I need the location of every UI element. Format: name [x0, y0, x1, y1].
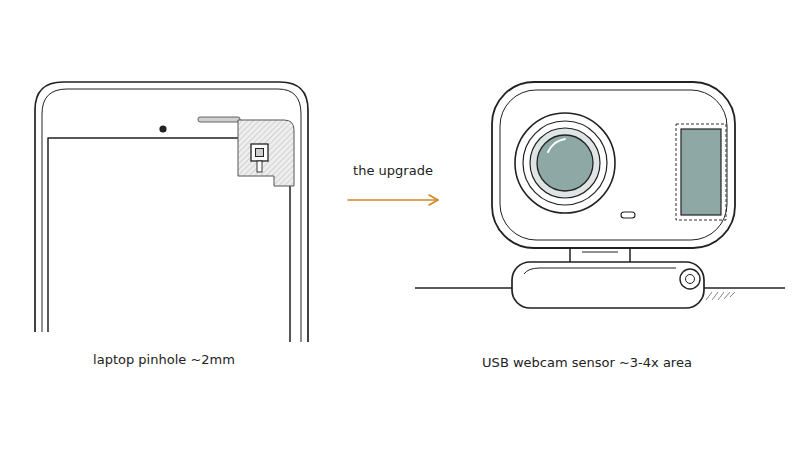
bezel-slot [198, 117, 240, 122]
base-knob [680, 269, 700, 289]
body-face [500, 90, 727, 240]
webcam-node: USB webcam sensor ~3-4x area [438, 40, 785, 380]
lens-ring [523, 121, 607, 205]
edge-label: the upgrade [350, 163, 436, 179]
lens-ring-outer [515, 113, 615, 213]
caption: USB webcam sensor ~3-4x area [482, 355, 693, 371]
knob-center [686, 275, 695, 284]
module-ribbon [257, 161, 262, 172]
caption: laptop pinhole ~2mm [93, 352, 236, 368]
base-edge [524, 268, 676, 274]
cutaway [238, 120, 294, 186]
laptop-node: laptop pinhole ~2mm [20, 40, 348, 380]
bezel-edge [42, 89, 301, 342]
upgrade-arrow [348, 199, 438, 201]
status-led [621, 212, 635, 218]
shadow-hatching [706, 292, 735, 300]
sensor-area [681, 129, 721, 215]
lid-outline [35, 82, 308, 342]
laptop-lid [35, 82, 308, 342]
webcam-body [492, 82, 735, 248]
camera-module [251, 144, 268, 161]
lens-glass [537, 135, 593, 191]
module-lens [256, 149, 264, 157]
hinge-line [582, 252, 618, 253]
sensor-outline [676, 124, 726, 220]
lens-highlight [548, 139, 565, 152]
pinhole-camera [159, 125, 166, 132]
lens-barrel [530, 128, 600, 198]
stand-base [512, 262, 704, 308]
